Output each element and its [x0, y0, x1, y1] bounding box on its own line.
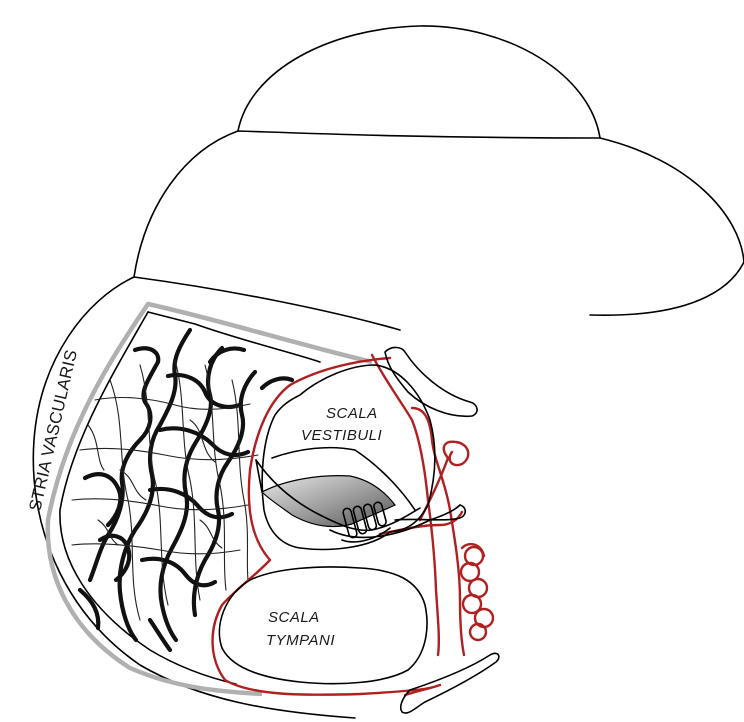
middle-turn — [134, 131, 744, 277]
scala-vestibuli-label-2: VESTIBULI — [301, 427, 382, 444]
scala-tympani-label-2: TYMPANI — [266, 632, 335, 649]
upper-bony-shelf — [385, 347, 477, 416]
scala-vestibuli-label-1: SCALA — [326, 405, 378, 422]
scala-tympani-outline — [219, 567, 427, 684]
scala-tympani-label-1: SCALA — [268, 609, 320, 626]
cochlear-duct — [256, 448, 460, 542]
middle-turn-edge — [590, 262, 744, 315]
red-vessel-coil — [461, 544, 493, 640]
basal-turn-upper-wall — [134, 277, 400, 330]
scala-tympani: SCALA TYMPANI — [219, 567, 427, 684]
apical-turn — [238, 26, 600, 138]
stria-inner-outline — [148, 312, 320, 362]
cochlea-turns — [33, 26, 744, 718]
